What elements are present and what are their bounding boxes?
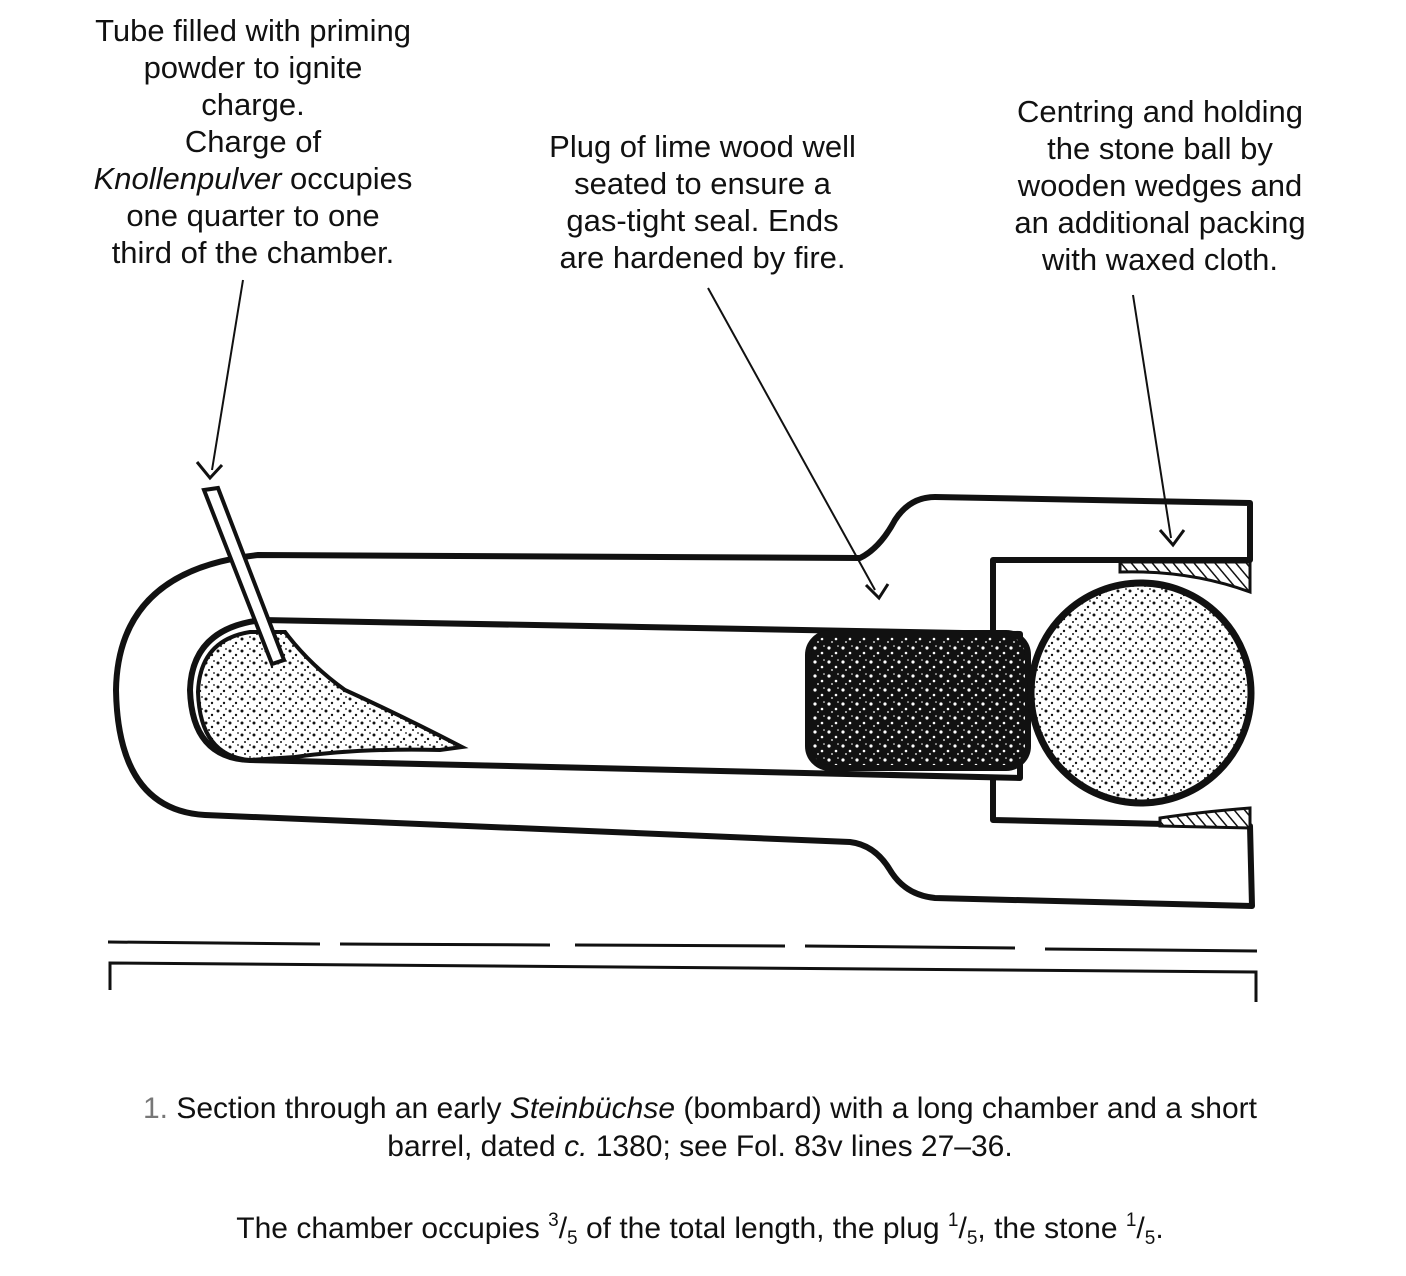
- centring-label-line: wooden wedges and: [1017, 168, 1303, 203]
- proportion-caption: The chamber occupies 3/5 of the total le…: [40, 1202, 1360, 1258]
- priming-tube: [201, 485, 287, 667]
- top-wedge: [1118, 560, 1252, 595]
- plug-label-line: are hardened by fire.: [559, 240, 846, 275]
- fraction-numerator: 1: [947, 1210, 959, 1231]
- plug-leader-line: [707, 287, 876, 591]
- caption-text: (bombard) with a long chamber and a shor…: [675, 1092, 1257, 1125]
- priming-arrowhead: [195, 461, 224, 481]
- figure-caption: 1. Section through an early Steinbüchse …: [40, 1090, 1360, 1166]
- scale-segment: [107, 940, 321, 946]
- proportion-text: .: [1155, 1212, 1164, 1245]
- caption-line-2: barrel, dated c. 1380; see Fol. 83v line…: [40, 1128, 1360, 1166]
- fraction-denominator: 5: [567, 1228, 578, 1249]
- priming-label-fragment: occupies: [281, 161, 413, 196]
- lime-wood-plug: [805, 630, 1031, 771]
- priming-label-line: Charge of: [184, 124, 322, 159]
- stone-fraction: 1/5: [1125, 1210, 1156, 1249]
- centring-label-line: Centring and holding: [1016, 94, 1304, 129]
- figure-number: 1.: [142, 1092, 169, 1125]
- scale-segment: [574, 943, 786, 948]
- proportion-text: , the stone: [977, 1212, 1126, 1245]
- centring-label: Centring and holding the stone ball by w…: [975, 93, 1345, 278]
- centring-label-line: with waxed cloth.: [1041, 242, 1279, 277]
- bottom-wedge: [1158, 806, 1252, 830]
- priming-label-line: charge.: [201, 87, 305, 122]
- centring-label-line: an additional packing: [1014, 205, 1306, 240]
- priming-label-line: third of the chamber.: [111, 235, 395, 270]
- plug-fraction: 1/5: [947, 1210, 978, 1249]
- fraction-denominator: 5: [1144, 1228, 1156, 1249]
- scale-segment: [804, 944, 1016, 950]
- plug-label: Plug of lime wood well seated to ensure …: [510, 128, 895, 276]
- steinbuchse-term: Steinbüchse: [509, 1092, 676, 1125]
- centring-leader-line: [1132, 294, 1172, 539]
- knollenpulver-term: Knollenpulver: [93, 161, 282, 196]
- centring-label-line: the stone ball by: [1047, 131, 1273, 166]
- scale-segment: [1044, 947, 1258, 953]
- fraction-numerator: 3: [548, 1210, 559, 1231]
- stone-ball: [1027, 579, 1255, 807]
- fraction-numerator: 1: [1125, 1210, 1137, 1231]
- plug-label-line: gas-tight seal. Ends: [566, 203, 839, 238]
- total-length-bracket: [108, 961, 1258, 1002]
- proportion-scale: [107, 940, 1258, 953]
- proportion-text: The chamber occupies: [236, 1212, 549, 1245]
- priming-tube-label: Tube filled with priming powder to ignit…: [58, 12, 448, 271]
- scale-segment: [339, 942, 551, 947]
- plug-label-line: seated to ensure a: [574, 166, 831, 201]
- centring-arrowhead: [1158, 529, 1186, 548]
- priming-leader-line: [211, 279, 244, 471]
- caption-text: barrel, dated: [387, 1130, 565, 1163]
- proportion-text: of the total length, the plug: [577, 1212, 948, 1245]
- priming-label-line: Knollenpulver occupies: [58, 160, 448, 197]
- caption-text: 1380; see Fol. 83v lines 27–36.: [587, 1130, 1013, 1163]
- caption-line-1: 1. Section through an early Steinbüchse …: [40, 1090, 1360, 1128]
- priming-label-line: powder to ignite: [143, 50, 363, 85]
- powder-charge: [195, 630, 469, 763]
- priming-label-line: one quarter to one: [126, 198, 380, 233]
- fraction-denominator: 5: [966, 1228, 978, 1249]
- priming-label-line: Tube filled with priming: [95, 13, 411, 48]
- caption-text: Section through an early: [168, 1092, 510, 1125]
- chamber-fraction: 3/5: [548, 1210, 578, 1249]
- circa-abbrev: c.: [564, 1130, 588, 1163]
- plug-arrowhead: [864, 583, 890, 601]
- plug-label-line: Plug of lime wood well: [549, 129, 856, 164]
